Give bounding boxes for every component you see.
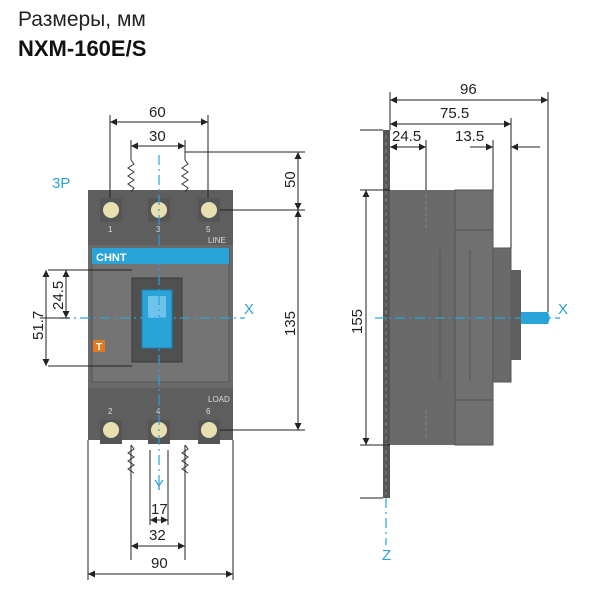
poles-label: 3P [52,175,70,192]
dim-24-5: 24.5 [50,281,67,310]
dim-96: 96 [460,81,477,98]
mounting-screws-bottom [127,444,189,474]
side-view: X Z [375,130,568,564]
dim-51-7: 51.7 [30,311,47,340]
bottom-terminals: 2 4 6 LOAD [100,395,230,444]
side-front-face [511,270,521,360]
dim-17: 17 [151,501,168,518]
dim-30: 30 [149,128,166,145]
mounting-screws-top [127,150,189,193]
dim-50: 50 [282,171,299,188]
dimensions-title: Размеры, мм [18,8,146,31]
z-axis-label: Z [382,547,391,564]
dim-32: 32 [149,527,166,544]
front-dimension-labels: 60 30 50 135 24.5 51.7 17 32 90 [30,104,299,572]
test-button [93,340,105,352]
terminal-screw [103,202,119,218]
caption: Размеры, мм NXM-160E/S [18,8,146,62]
terminal-label-2: 2 [108,407,113,416]
dim-75-5: 75.5 [440,105,469,122]
dim-155: 155 [349,309,366,334]
terminal-label-5: 5 [206,225,211,234]
x-axis-label-side: X [558,301,568,318]
handle-grip [148,296,166,318]
terminal-label-6: 6 [206,407,211,416]
y-axis-label: Y [154,477,164,494]
handle [141,289,173,349]
side-front-block [492,247,512,383]
terminal-label-4: 4 [156,407,161,416]
test-button-label: T [96,342,102,353]
top-terminals: 1 3 5 LINE [100,198,226,245]
dim-60: 60 [149,104,166,121]
front-view: CHNT T 1 3 5 LINE 2 [52,150,254,494]
dim-24-5-side: 24.5 [392,128,421,145]
terminal-label-1: 1 [108,225,113,234]
side-dimension-labels: 96 75.5 24.5 13.5 155 [349,81,484,334]
terminal-screw [201,422,217,438]
brand-strip [92,248,229,264]
line-label: LINE [208,236,226,245]
dim-13-5: 13.5 [455,128,484,145]
brand-logo: CHNT [96,252,127,264]
side-dimensions [360,92,549,499]
terminal-screw [201,202,217,218]
terminal-screw [103,422,119,438]
front-dimensions [40,115,305,580]
dim-90: 90 [151,555,168,572]
x-axis-label-front: X [244,301,254,318]
model-title: NXM-160E/S [18,36,147,61]
dim-135: 135 [282,311,299,336]
load-label: LOAD [208,395,230,404]
